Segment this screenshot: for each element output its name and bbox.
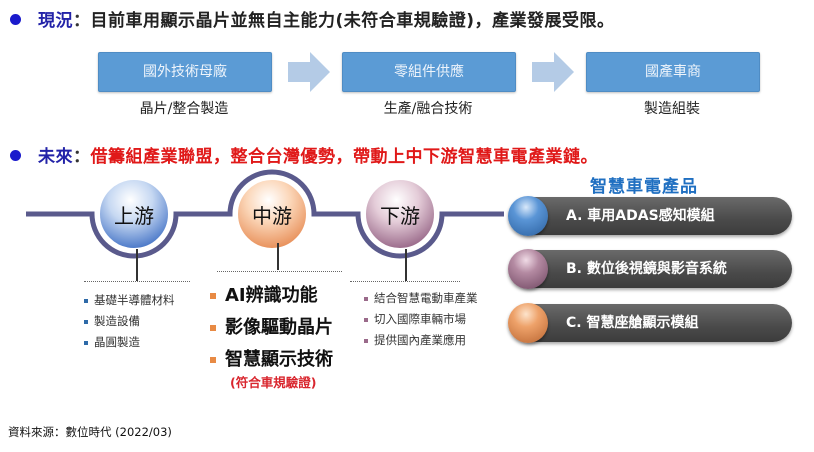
- connector-line: [136, 249, 138, 281]
- midstream-list: AI辨識功能 影像驅動晶片 智慧顯示技術: [210, 282, 333, 374]
- products-title: 智慧車電產品: [590, 177, 698, 197]
- sphere-icon-orange: [508, 303, 548, 343]
- bullet-icon: [10, 150, 21, 161]
- downstream-list: 結合智慧電動車產業 切入國際車輛市場 提供國內產業應用: [364, 288, 478, 351]
- dotted-divider: [350, 281, 460, 282]
- list-item: 影像驅動晶片: [210, 314, 333, 342]
- arrow-right-icon: [288, 52, 330, 92]
- flow-caption: 製造組裝: [644, 101, 700, 117]
- product-item-adas: A. 車用ADAS感知模組: [512, 197, 792, 235]
- bullet-square-icon: [364, 338, 368, 343]
- list-item: 製造設備: [84, 311, 175, 332]
- current-heading: 現況：目前車用顯示晶片並無自主能力(未符合車規驗證)，產業發展受限。: [38, 6, 615, 31]
- bullet-square-icon: [364, 296, 368, 301]
- bullet-square-icon: [210, 325, 216, 331]
- item-text: 智慧顯示技術: [225, 349, 333, 370]
- flow-box-domestic-carmaker: 國產車商: [586, 52, 760, 92]
- flow-box-foreign-oem: 國外技術母廠: [98, 52, 272, 92]
- bullet-square-icon: [84, 319, 88, 324]
- item-text: AI辨識功能: [225, 285, 318, 306]
- bullet-square-icon: [210, 293, 216, 299]
- list-item: 智慧顯示技術: [210, 346, 333, 374]
- current-colon: ：: [73, 11, 91, 31]
- item-text: 製造設備: [94, 314, 140, 328]
- future-key: 未來: [38, 147, 73, 167]
- product-item-cockpit: C. 智慧座艙顯示模組: [512, 304, 792, 342]
- flow-caption: 晶片/整合製造: [139, 101, 229, 117]
- flow-box-components: 零組件供應: [342, 52, 516, 92]
- bullet-square-icon: [84, 298, 88, 303]
- list-item: 提供國內產業應用: [364, 330, 478, 351]
- list-item: 晶圓製造: [84, 332, 175, 353]
- current-text: 目前車用顯示晶片並無自主能力(未符合車規驗證)，產業發展受限。: [90, 11, 615, 31]
- product-item-mirror: B. 數位後視鏡與影音系統: [512, 250, 792, 288]
- item-text: 影像驅動晶片: [225, 317, 333, 338]
- stage-downstream: 下游: [380, 204, 420, 228]
- dotted-divider: [217, 271, 342, 272]
- stage-midstream: 中游: [252, 204, 292, 228]
- sphere-icon-blue: [508, 196, 548, 236]
- item-text: 基礎半導體材料: [94, 293, 175, 307]
- source-citation: 資料來源：數位時代 (2022/03): [8, 425, 172, 439]
- connector-line: [277, 243, 279, 270]
- item-text: 切入國際車輛市場: [374, 312, 466, 326]
- value-chain-timeline: [26, 169, 504, 259]
- bullet-icon: [10, 14, 21, 25]
- item-text: 結合智慧電動車產業: [374, 291, 478, 305]
- future-colon: ：: [73, 147, 91, 167]
- item-text: 提供國內產業應用: [374, 333, 466, 347]
- item-text: 晶圓製造: [94, 335, 140, 349]
- sphere-icon-purple: [508, 249, 548, 289]
- list-item: 切入國際車輛市場: [364, 309, 478, 330]
- certification-note: (符合車規驗證): [230, 375, 317, 390]
- bullet-square-icon: [210, 357, 216, 363]
- future-text: 借籌組產業聯盟，整合台灣優勢，帶動上中下游智慧車電產業鏈。: [90, 147, 598, 167]
- upstream-list: 基礎半導體材料 製造設備 晶圓製造: [84, 290, 175, 353]
- bullet-square-icon: [364, 317, 368, 322]
- list-item: 基礎半導體材料: [84, 290, 175, 311]
- connector-line: [405, 249, 407, 281]
- dotted-divider: [84, 281, 190, 282]
- stage-upstream: 上游: [114, 204, 154, 228]
- bullet-square-icon: [84, 340, 88, 345]
- list-item: 結合智慧電動車產業: [364, 288, 478, 309]
- list-item: AI辨識功能: [210, 282, 333, 310]
- flow-caption: 生產/融合技術: [383, 101, 473, 117]
- arrow-right-icon: [532, 52, 574, 92]
- future-heading: 未來：借籌組產業聯盟，整合台灣優勢，帶動上中下游智慧車電產業鏈。: [38, 142, 598, 167]
- current-key: 現況: [38, 11, 73, 31]
